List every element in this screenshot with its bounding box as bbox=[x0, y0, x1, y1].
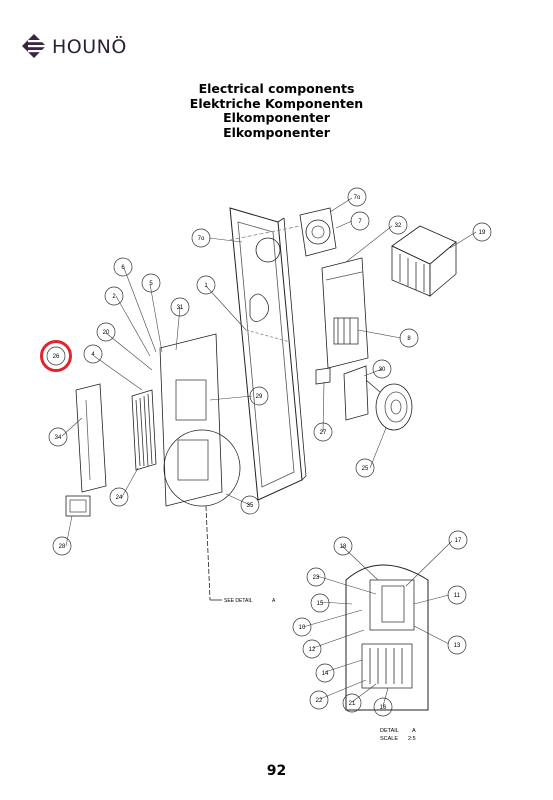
svg-text:29: 29 bbox=[256, 394, 263, 400]
fan-assembly bbox=[229, 207, 337, 257]
svg-text:23: 23 bbox=[313, 575, 320, 581]
scale-label: SCALE bbox=[380, 736, 398, 742]
callout-23: 23 bbox=[306, 567, 326, 587]
callout-19: 19 bbox=[472, 222, 492, 242]
callout-12: 12 bbox=[302, 639, 322, 659]
svg-text:28: 28 bbox=[59, 544, 66, 550]
main-cabinet-panel bbox=[229, 207, 307, 501]
see-detail-ref: A bbox=[272, 598, 276, 604]
svg-text:6: 6 bbox=[121, 265, 125, 271]
mounting-plate bbox=[321, 257, 369, 369]
svg-text:10: 10 bbox=[299, 625, 306, 631]
callout-21: 21 bbox=[342, 693, 362, 713]
callout-29: 29 bbox=[249, 386, 269, 406]
svg-text:24: 24 bbox=[116, 495, 123, 501]
callout-32: 32 bbox=[388, 215, 408, 235]
transformer bbox=[65, 495, 91, 517]
callout-11: 11 bbox=[447, 585, 467, 605]
page-number: 92 bbox=[266, 763, 287, 779]
callouts: 7o 7 32 19 7o 6 5 2 1 31 20 8 26 4 30 29… bbox=[46, 187, 492, 717]
svg-text:8: 8 bbox=[407, 336, 411, 342]
callout-16: 16 bbox=[373, 697, 393, 717]
heatsink bbox=[131, 389, 157, 471]
svg-text:18: 18 bbox=[340, 544, 347, 550]
svg-text:26: 26 bbox=[53, 354, 60, 360]
svg-text:2: 2 bbox=[112, 294, 116, 300]
callout-5: 5 bbox=[141, 273, 161, 293]
svg-text:32: 32 bbox=[395, 223, 402, 229]
brand-logo: HOUNÖ bbox=[20, 30, 170, 62]
callout-24: 24 bbox=[109, 487, 129, 507]
callout-26: 26 bbox=[46, 346, 66, 366]
power-supply-box bbox=[391, 225, 457, 297]
callout-14: 14 bbox=[315, 663, 335, 683]
callout-27: 27 bbox=[313, 422, 333, 442]
svg-text:1: 1 bbox=[204, 283, 208, 289]
title-german: Elektriche Komponenten bbox=[189, 95, 364, 111]
callout-30: 30 bbox=[372, 359, 392, 379]
scale-value: 2:5 bbox=[408, 736, 416, 742]
svg-text:27: 27 bbox=[320, 430, 327, 436]
svg-text:11: 11 bbox=[454, 593, 461, 599]
title-danish: Elkomponenter bbox=[223, 110, 330, 125]
callout-20: 20 bbox=[96, 322, 116, 342]
svg-text:34: 34 bbox=[55, 435, 62, 441]
svg-text:5: 5 bbox=[149, 281, 153, 287]
detail-a-view bbox=[345, 564, 429, 711]
detail-label: DETAIL bbox=[380, 728, 399, 734]
brand-name: HOUNÖ bbox=[52, 36, 127, 58]
svg-text:16: 16 bbox=[380, 705, 387, 711]
callout-7o: 7o bbox=[347, 187, 367, 207]
svg-text:12: 12 bbox=[309, 647, 316, 653]
svg-text:4: 4 bbox=[91, 352, 95, 358]
title-english: Electrical components bbox=[198, 81, 355, 96]
highlight-ring bbox=[40, 340, 72, 372]
callout-31: 31 bbox=[170, 297, 190, 317]
title-swedish: Elkomponenter bbox=[223, 124, 330, 140]
leader-lines bbox=[61, 197, 477, 707]
callout-7: 7 bbox=[350, 211, 370, 231]
houno-logo-icon bbox=[22, 34, 50, 58]
svg-text:31: 31 bbox=[177, 305, 184, 311]
callout-17: 17 bbox=[448, 530, 468, 550]
callout-18: 18 bbox=[333, 536, 353, 556]
svg-text:7: 7 bbox=[358, 219, 362, 225]
callout-15: 15 bbox=[310, 593, 330, 613]
callout-35: 35 bbox=[240, 495, 260, 515]
page-title-block: Electrical components Elektriche Kompone… bbox=[0, 81, 553, 140]
callout-2: 2 bbox=[104, 286, 124, 306]
fan-bracket bbox=[343, 365, 381, 421]
svg-text:35: 35 bbox=[247, 503, 254, 509]
component-panel bbox=[159, 333, 241, 601]
callout-10: 10 bbox=[292, 617, 312, 637]
svg-text:15: 15 bbox=[317, 601, 324, 607]
svg-text:13: 13 bbox=[454, 643, 461, 649]
callout-25: 25 bbox=[355, 458, 375, 478]
callout-1: 1 bbox=[196, 275, 216, 295]
callout-13: 13 bbox=[447, 635, 467, 655]
svg-text:22: 22 bbox=[316, 698, 323, 704]
circuit-board bbox=[75, 383, 107, 493]
radial-fan bbox=[375, 383, 413, 431]
callout-28: 28 bbox=[52, 536, 72, 556]
svg-text:20: 20 bbox=[103, 330, 110, 336]
svg-text:7o: 7o bbox=[354, 195, 361, 201]
see-detail-label: SEE DETAIL bbox=[224, 598, 253, 604]
callout-34: 34 bbox=[48, 427, 68, 447]
callout-6: 6 bbox=[113, 257, 133, 277]
callout-4: 4 bbox=[83, 344, 103, 364]
svg-text:25: 25 bbox=[362, 466, 369, 472]
svg-text:17: 17 bbox=[455, 538, 462, 544]
detail-ref: A bbox=[412, 728, 416, 734]
small-bracket-27 bbox=[315, 367, 331, 385]
svg-text:21: 21 bbox=[349, 701, 356, 707]
svg-text:19: 19 bbox=[479, 230, 486, 236]
callout-22: 22 bbox=[309, 690, 329, 710]
callout-7o-b: 7o bbox=[191, 228, 211, 248]
callout-8: 8 bbox=[399, 328, 419, 348]
svg-text:30: 30 bbox=[379, 367, 386, 373]
svg-text:14: 14 bbox=[322, 671, 329, 677]
svg-text:7o: 7o bbox=[198, 236, 205, 242]
